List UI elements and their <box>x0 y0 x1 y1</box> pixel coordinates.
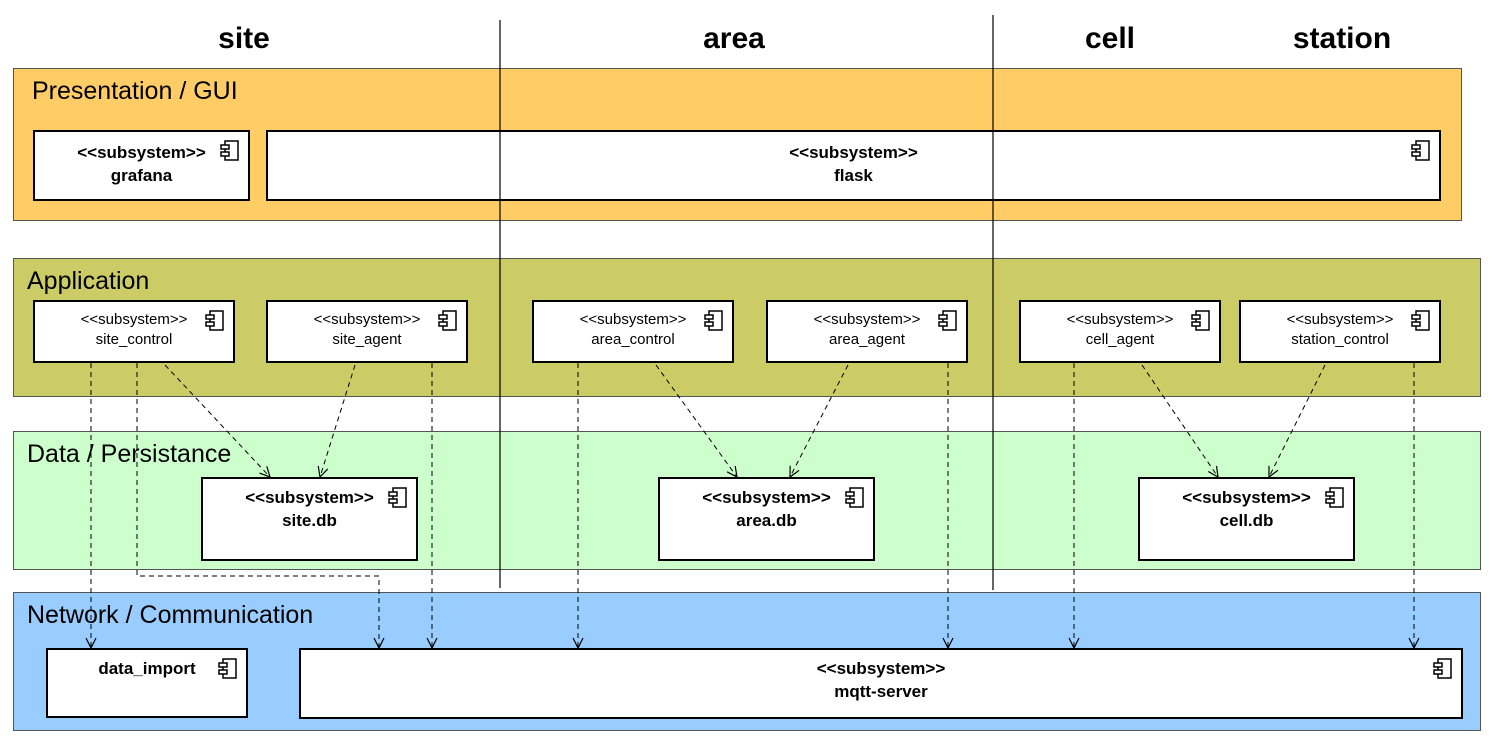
component-mqtt-server[interactable]: <<subsystem>> mqtt-server <box>299 648 1463 719</box>
dependency-arrow <box>790 364 849 477</box>
stereotype-label: <<subsystem>> <box>702 488 831 507</box>
component-site-agent[interactable]: <<subsystem>> site_agent <box>266 300 468 363</box>
component-name: cell_agent <box>1085 330 1155 348</box>
component-name: area.db <box>736 510 797 530</box>
column-header-cell: cell <box>1084 22 1136 55</box>
stereotype-label: <<subsystem>> <box>1182 488 1311 507</box>
component-area-control[interactable]: <<subsystem>> area_control <box>532 300 734 363</box>
component-name: data_import <box>98 659 196 678</box>
layer-title: Network / Communication <box>27 601 314 629</box>
component-data-import[interactable]: data_import <box>46 648 248 718</box>
layer-title: Application <box>27 267 150 295</box>
component-icon <box>1325 487 1344 508</box>
stereotype-label: <<subsystem>> <box>313 311 421 328</box>
stereotype-label: <<subsystem>> <box>816 659 946 678</box>
component-grafana[interactable]: <<subsystem>> grafana <box>33 130 250 201</box>
component-icon <box>1191 310 1210 331</box>
stereotype-label: <<subsystem>> <box>1066 311 1174 328</box>
component-station-control[interactable]: <<subsystem>> station_control <box>1239 300 1441 363</box>
component-name: mqtt-server <box>834 681 928 701</box>
component-icon <box>220 140 239 161</box>
stereotype-label: <<subsystem>> <box>245 488 374 507</box>
component-name: station_control <box>1291 330 1389 348</box>
dependency-arrow <box>136 363 379 648</box>
stereotype-label: <<subsystem>> <box>1286 311 1394 328</box>
component-name: site_control <box>95 330 173 348</box>
component-icon <box>438 310 457 331</box>
component-site-control[interactable]: <<subsystem>> site_control <box>33 300 235 363</box>
component-name: cell.db <box>1219 510 1274 530</box>
component-name: area_control <box>591 330 675 348</box>
dependency-arrow <box>320 364 356 477</box>
component-cell-db[interactable]: <<subsystem>> cell.db <box>1138 477 1355 561</box>
component-icon <box>845 487 864 508</box>
component-name: site_agent <box>332 330 402 348</box>
column-header-site: site <box>218 22 270 55</box>
component-area-agent[interactable]: <<subsystem>> area_agent <box>766 300 968 363</box>
dependency-arrow <box>1269 364 1326 477</box>
dependency-arrow <box>164 364 270 477</box>
component-icon <box>1411 140 1430 161</box>
dependency-arrow <box>1141 364 1218 477</box>
component-area-db[interactable]: <<subsystem>> area.db <box>658 477 875 561</box>
component-name: site.db <box>282 510 337 530</box>
stereotype-label: <<subsystem>> <box>579 311 687 328</box>
component-site-db[interactable]: <<subsystem>> site.db <box>201 477 418 561</box>
component-icon <box>704 310 723 331</box>
component-flask[interactable]: <<subsystem>> flask <box>266 130 1441 201</box>
dependency-arrow <box>655 364 737 477</box>
component-icon <box>938 310 957 331</box>
stereotype-label: <<subsystem>> <box>80 311 188 328</box>
component-icon <box>1411 310 1430 331</box>
stereotype-label: <<subsystem>> <box>77 143 206 162</box>
column-header-station: station <box>1292 22 1392 55</box>
component-name: grafana <box>110 165 173 185</box>
component-icon <box>205 310 224 331</box>
component-icon <box>218 658 237 679</box>
component-name: flask <box>834 165 873 185</box>
stereotype-label: <<subsystem>> <box>813 311 921 328</box>
layer-application: Application <box>13 258 1481 397</box>
layer-title: Data / Persistance <box>27 440 232 468</box>
layer-title: Presentation / GUI <box>32 77 238 105</box>
component-icon <box>388 487 407 508</box>
column-header-area: area <box>703 22 765 55</box>
component-cell-agent[interactable]: <<subsystem>> cell_agent <box>1019 300 1221 363</box>
component-name: area_agent <box>829 330 905 348</box>
component-icon <box>1433 658 1452 679</box>
stereotype-label: <<subsystem>> <box>789 143 918 162</box>
